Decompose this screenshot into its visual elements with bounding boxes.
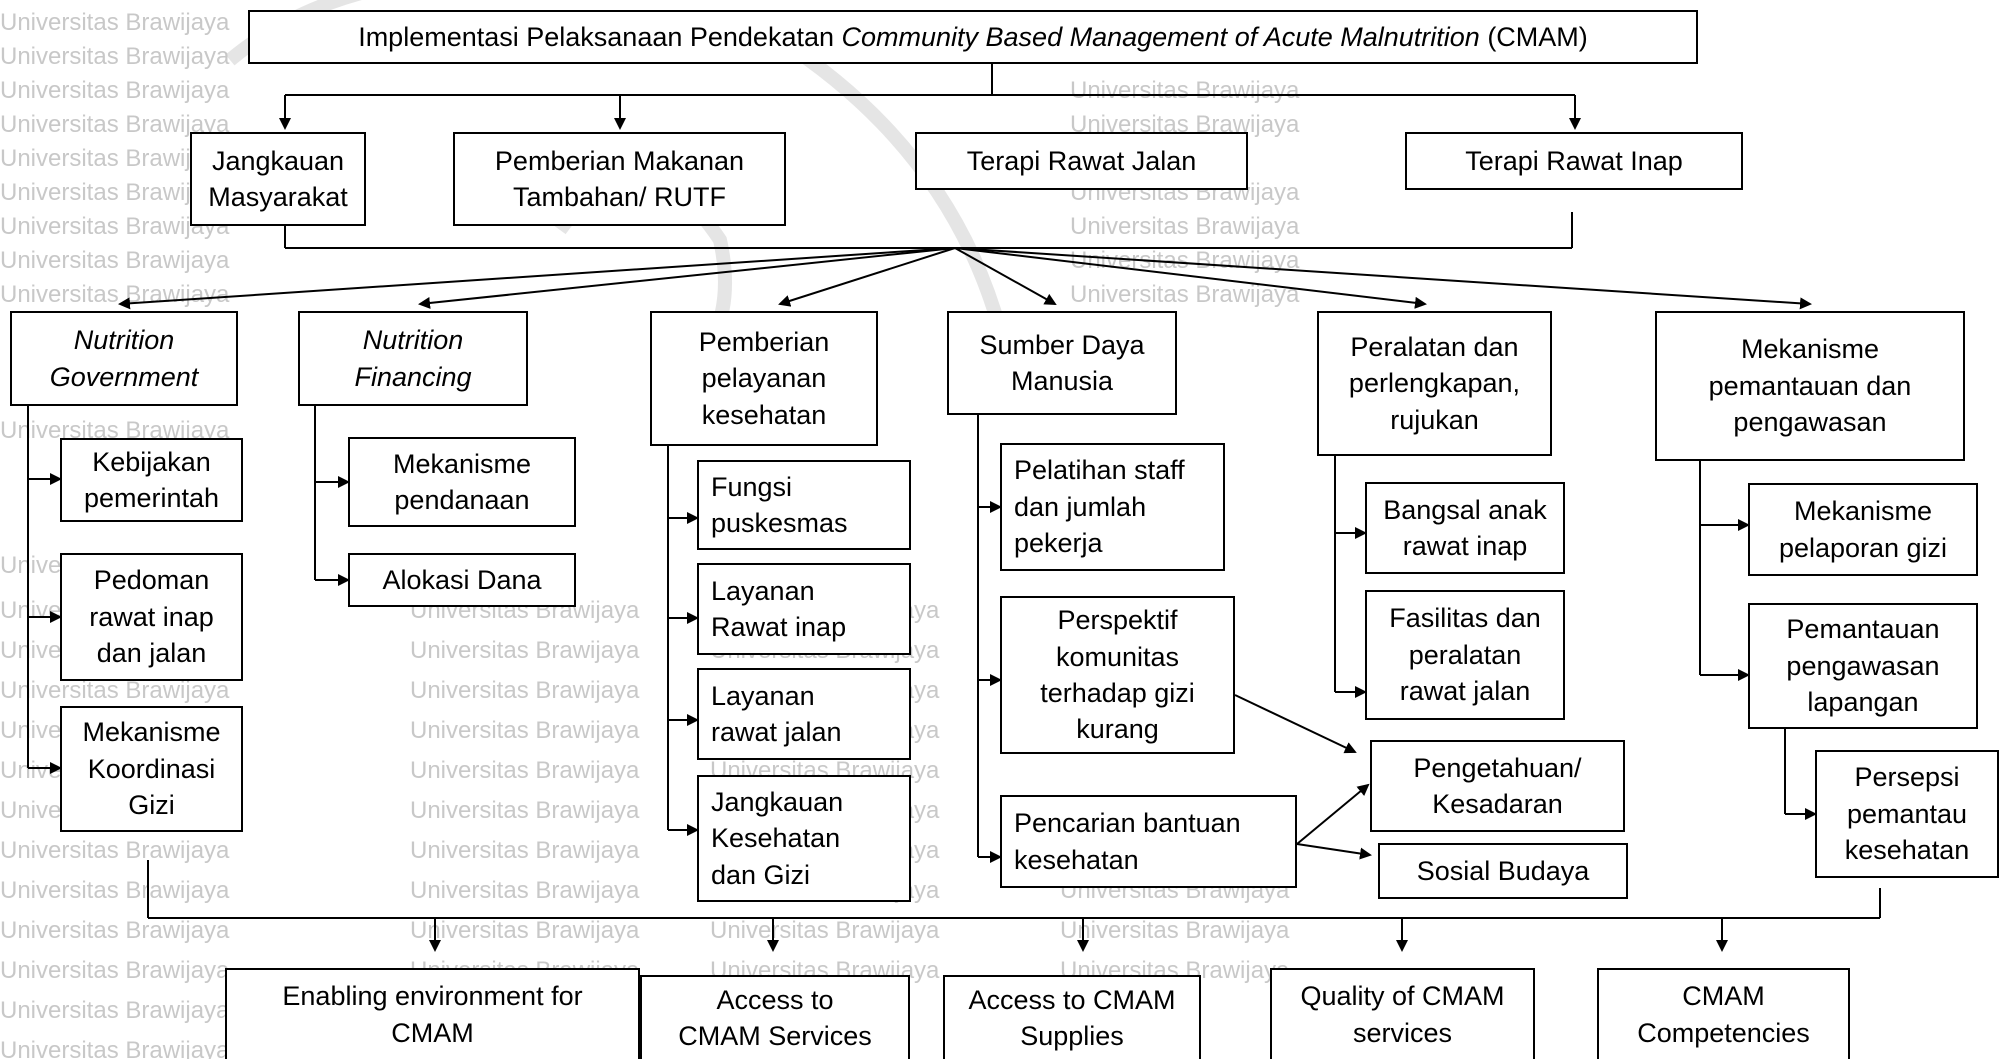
cmam-competencies-box: CMAM Competencies (1597, 968, 1850, 1059)
layanan-rawat-jalan-box: Layanan rawat jalan (697, 668, 911, 760)
pelatihan-staff-box: Pelatihan staff dan jumlah pekerja (1000, 443, 1225, 571)
fungsi-puskesmas-box: Fungsi puskesmas (697, 460, 911, 550)
alokasi-dana-box: Alokasi Dana (348, 553, 576, 607)
mekanisme-pemantauan-box: Mekanisme pemantauan dan pengawasan (1655, 311, 1965, 461)
fasilitas-peralatan-box: Fasilitas dan peralatan rawat jalan (1365, 590, 1565, 720)
bangsal-anak-box: Bangsal anak rawat inap (1365, 482, 1565, 574)
access-supplies-box: Access to CMAM Supplies (943, 975, 1201, 1059)
mekanisme-pendanaan-box: Mekanisme pendanaan (348, 437, 576, 527)
jangkauan-masyarakat-box: Jangkauan Masyarakat (190, 132, 366, 226)
quality-services-box: Quality of CMAM services (1270, 968, 1535, 1059)
nutrition-financing-box: Nutrition Financing (298, 311, 528, 406)
sumber-daya-manusia-box: Sumber Daya Manusia (947, 311, 1177, 415)
pengetahuan-kesadaran-box: Pengetahuan/ Kesadaran (1370, 740, 1625, 832)
koordinasi-gizi-box: Mekanisme Koordinasi Gizi (60, 706, 243, 832)
enabling-environment-box: Enabling environment for CMAM (225, 968, 640, 1059)
terapi-rawat-jalan-box: Terapi Rawat Jalan (915, 132, 1248, 190)
title-box: Implementasi Pelaksanaan Pendekatan Comm… (248, 10, 1698, 64)
layanan-rawat-inap-box: Layanan Rawat inap (697, 563, 911, 655)
pencarian-bantuan-box: Pencarian bantuan kesehatan (1000, 795, 1297, 888)
title-text: Implementasi Pelaksanaan Pendekatan Comm… (358, 21, 1588, 52)
access-services-box: Access to CMAM Services (640, 975, 910, 1059)
pemberian-makanan-box: Pemberian Makanan Tambahan/ RUTF (453, 132, 786, 226)
kebijakan-pemerintah-box: Kebijakan pemerintah (60, 438, 243, 522)
persepsi-pemantau-box: Persepsi pemantau kesehatan (1815, 750, 1999, 878)
pelaporan-gizi-box: Mekanisme pelaporan gizi (1748, 483, 1978, 576)
pemantauan-lapangan-box: Pemantauan pengawasan lapangan (1748, 603, 1978, 729)
terapi-rawat-inap-box: Terapi Rawat Inap (1405, 132, 1743, 190)
jangkauan-kesehatan-gizi-box: Jangkauan Kesehatan dan Gizi (697, 775, 911, 902)
peralatan-box: Peralatan dan perlengkapan, rujukan (1317, 311, 1552, 456)
pemberian-pelayanan-box: Pemberian pelayanan kesehatan (650, 311, 878, 446)
perspektif-komunitas-box: Perspektif komunitas terhadap gizi kuran… (1000, 596, 1235, 754)
pedoman-rawat-box: Pedoman rawat inap dan jalan (60, 553, 243, 681)
nutrition-government-box: Nutrition Government (10, 311, 238, 406)
sosial-budaya-box: Sosial Budaya (1378, 843, 1628, 899)
